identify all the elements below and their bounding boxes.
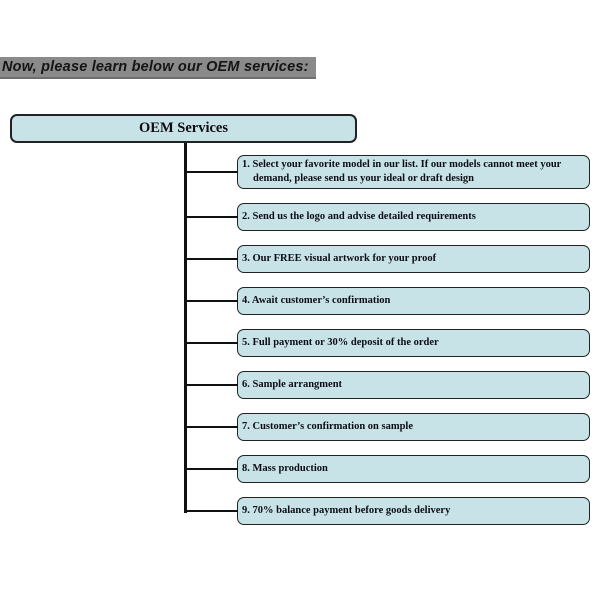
step-label: 5. Full payment or 30% deposit of the or… <box>242 336 439 348</box>
branch-connector-line <box>184 300 238 303</box>
branch-connector-line <box>184 384 238 387</box>
step-node: 2. Send us the logo and advise detailed … <box>184 203 590 232</box>
step-node: 8. Mass production <box>184 455 590 484</box>
step-label: 1. Select your favorite model in our lis… <box>242 159 562 184</box>
steps-container: 1. Select your favorite model in our lis… <box>184 155 590 526</box>
branch-connector-line <box>184 426 238 429</box>
branch-connector-line <box>184 171 238 174</box>
root-node-oem-services: OEM Services <box>10 114 357 143</box>
trunk-connector-line <box>184 143 187 513</box>
branch-connector-line <box>184 468 238 471</box>
root-node-label: OEM Services <box>139 120 228 136</box>
step-node: 5. Full payment or 30% deposit of the or… <box>184 329 590 358</box>
step-label: 2. Send us the logo and advise detailed … <box>242 210 476 222</box>
step-node: 6. Sample arrangment <box>184 371 590 400</box>
branch-connector-line <box>184 258 238 261</box>
step-node: 4. Await customer’s confirmation <box>184 287 590 316</box>
step-label: 9. 70% balance payment before goods deli… <box>242 504 451 516</box>
step-node: 9. 70% balance payment before goods deli… <box>184 497 590 526</box>
step-label: 6. Sample arrangment <box>242 378 343 390</box>
step-label: 3. Our FREE visual artwork for your proo… <box>242 252 437 264</box>
branch-connector-line <box>184 216 238 219</box>
step-label: 8. Mass production <box>242 462 328 474</box>
step-node: 3. Our FREE visual artwork for your proo… <box>184 245 590 274</box>
step-label: 7. Customer’s confirmation on sample <box>242 420 413 432</box>
branch-connector-line <box>184 342 238 345</box>
page-title-highlight: Now, please learn below our OEM services… <box>0 57 316 79</box>
step-node: 1. Select your favorite model in our lis… <box>184 155 590 190</box>
step-node: 7. Customer’s confirmation on sample <box>184 413 590 442</box>
page-title: Now, please learn below our OEM services… <box>2 59 309 75</box>
step-label: 4. Await customer’s confirmation <box>242 294 391 306</box>
branch-connector-line <box>184 510 238 513</box>
